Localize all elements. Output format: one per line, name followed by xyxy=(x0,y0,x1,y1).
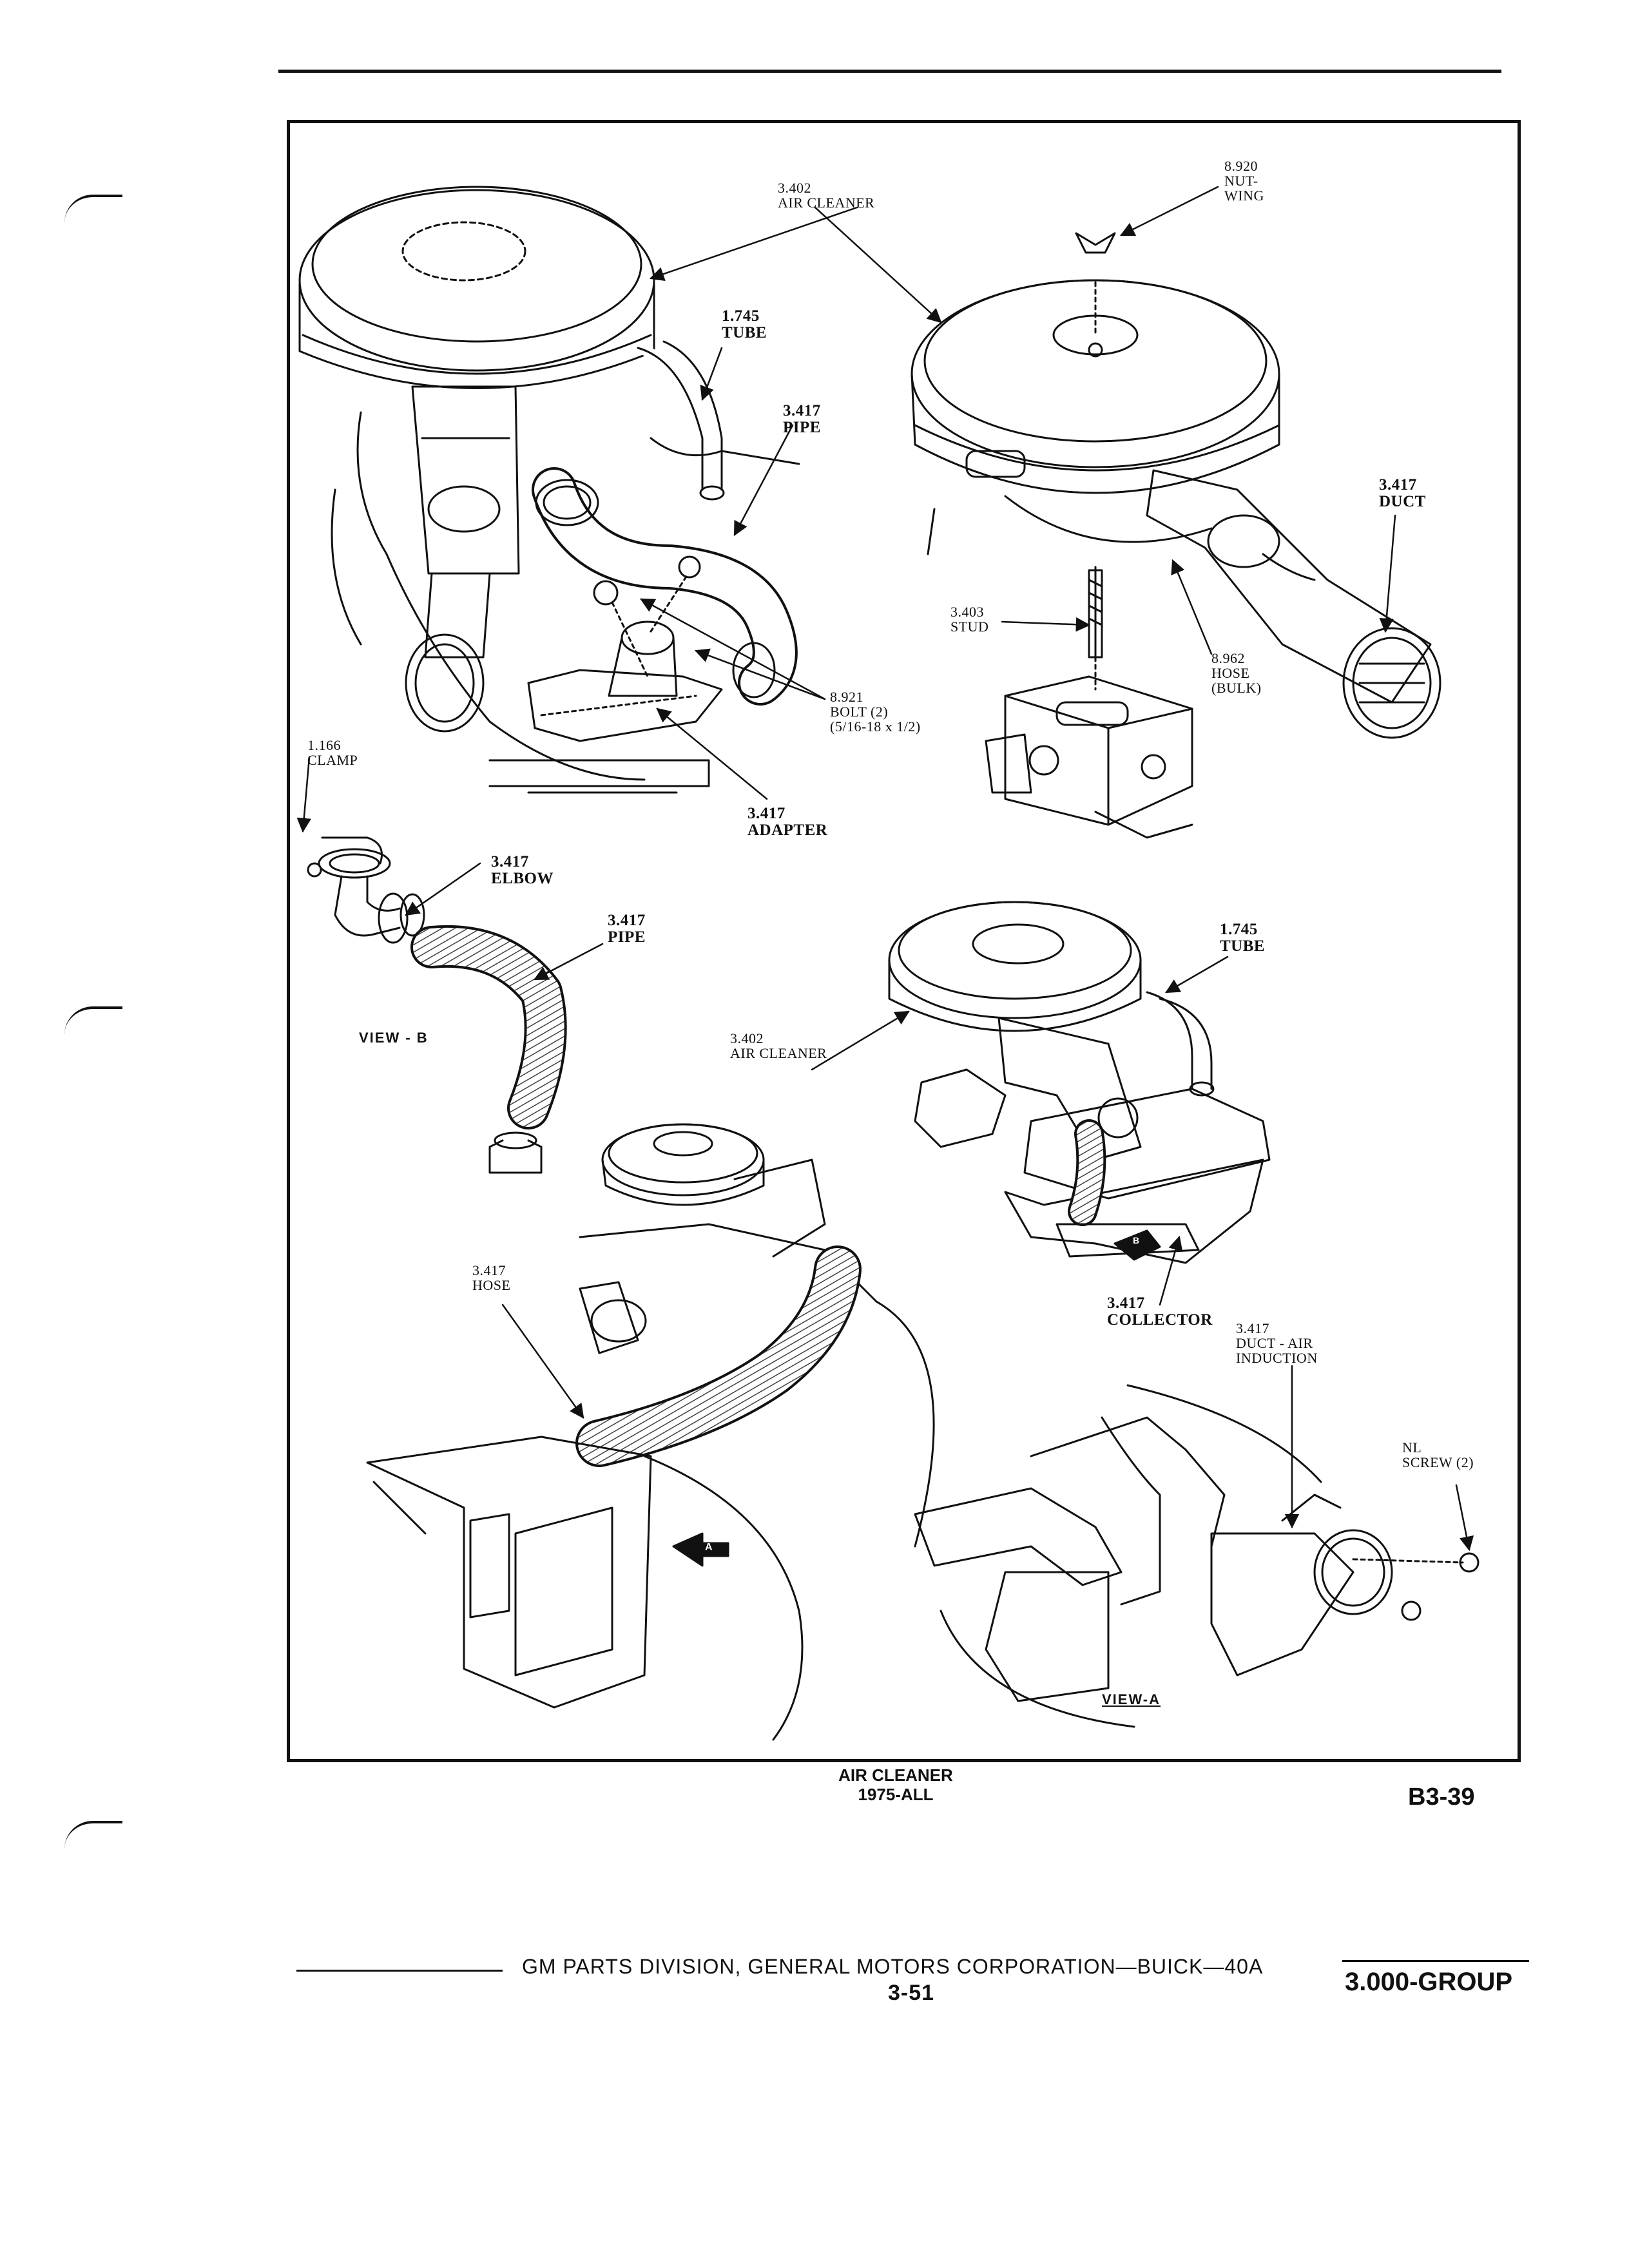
view-a-duct xyxy=(914,1384,1480,1728)
illustration-frame xyxy=(287,120,1521,1762)
duct-right xyxy=(1146,469,1441,739)
part-number: 8.920 xyxy=(1224,158,1258,174)
view-arrows xyxy=(672,1229,1161,1567)
part-number: NL xyxy=(1402,1439,1422,1456)
part-name: AIR CLEANER xyxy=(730,1045,827,1061)
part-number: 1.745 xyxy=(1220,921,1258,938)
footer-page-number: 3-51 xyxy=(888,1981,935,2005)
footer-rule-left xyxy=(296,1970,503,1972)
margin-mark xyxy=(64,195,122,223)
part-name: PIPE xyxy=(783,419,821,436)
view-b-label: VIEW - B xyxy=(359,1030,429,1046)
part-name: HOSE (BULK) xyxy=(1211,665,1262,696)
air-cleaner-right xyxy=(911,232,1280,555)
label-screw: NL SCREW (2) xyxy=(1402,1440,1474,1470)
part-number: 3.402 xyxy=(778,180,811,196)
label-air-cleaner-mid: 3.402 AIR CLEANER xyxy=(730,1031,827,1061)
engine-mid-right xyxy=(888,901,1271,1264)
part-number: 3.417 xyxy=(783,402,821,419)
part-name: ELBOW xyxy=(491,870,554,887)
label-tube-top: 1.745 TUBE xyxy=(722,308,767,341)
part-number: 1.166 xyxy=(307,737,341,753)
label-collector: 3.417 COLLECTOR xyxy=(1107,1295,1213,1329)
label-clamp: 1.166 CLAMP xyxy=(307,738,358,767)
engine-bottom-left xyxy=(366,1123,935,1741)
stud xyxy=(1088,566,1103,691)
part-name: TUBE xyxy=(1220,937,1266,955)
margin-mark xyxy=(64,1821,122,1849)
part-number: 8.921 xyxy=(830,689,863,705)
label-hose: 3.417 HOSE xyxy=(472,1263,510,1293)
label-duct-air-induction: 3.417 DUCT - AIR INDUCTION xyxy=(1236,1321,1318,1365)
engine-air-cleaner-left xyxy=(298,186,800,794)
view-b-arrow-letter: B xyxy=(1133,1235,1141,1245)
part-name: PIPE xyxy=(608,928,646,946)
footer-text: GM PARTS DIVISION, GENERAL MOTORS CORPOR… xyxy=(522,1955,1264,1978)
part-number: 3.417 xyxy=(1379,476,1417,494)
part-name: BOLT (2) (5/16-18 x 1/2) xyxy=(830,704,921,735)
caption-subtitle: 1975-ALL xyxy=(858,1785,934,1804)
label-pipe-mid: 3.417 PIPE xyxy=(608,912,646,946)
part-number: 3.417 xyxy=(1107,1294,1145,1312)
part-name: NUT- WING xyxy=(1224,173,1264,204)
label-air-cleaner-top: 3.402 AIR CLEANER xyxy=(778,180,874,210)
label-pipe-top: 3.417 PIPE xyxy=(783,403,821,436)
part-name: TUBE xyxy=(722,324,767,341)
part-name: SCREW (2) xyxy=(1402,1454,1474,1470)
view-b-parts xyxy=(307,836,567,1174)
part-number: 3.417 xyxy=(472,1262,506,1278)
part-number: 3.417 xyxy=(608,912,646,929)
adapter-top xyxy=(527,555,723,742)
part-name: CLAMP xyxy=(307,752,358,768)
part-number: 1.745 xyxy=(722,307,760,325)
pipe-top xyxy=(532,467,798,706)
leader-lines xyxy=(296,186,1474,1552)
part-number: 8.962 xyxy=(1211,650,1245,666)
label-stud: 3.403 STUD xyxy=(950,604,988,634)
label-duct: 3.417 DUCT xyxy=(1379,477,1426,510)
part-name: AIR CLEANER xyxy=(778,195,875,211)
part-number: 3.417 xyxy=(491,853,529,870)
part-number: 3.402 xyxy=(730,1030,764,1046)
part-number: 3.417 xyxy=(1236,1320,1269,1336)
part-name: STUD xyxy=(950,619,989,635)
label-bolt: 8.921 BOLT (2) (5/16-18 x 1/2) xyxy=(830,689,921,734)
carburetor xyxy=(985,675,1193,839)
part-name: ADAPTER xyxy=(747,822,828,839)
page-id: B3-39 xyxy=(1408,1783,1475,1811)
part-name: COLLECTOR xyxy=(1107,1311,1213,1329)
margin-mark xyxy=(64,1006,122,1035)
footer-rule-right xyxy=(1342,1960,1529,1962)
label-elbow: 3.417 ELBOW xyxy=(491,854,554,887)
part-number: 3.403 xyxy=(950,604,984,620)
top-rule xyxy=(278,70,1501,73)
caption-title: AIR CLEANER xyxy=(838,1765,953,1785)
figure-caption: AIR CLEANER 1975-ALL xyxy=(812,1765,979,1804)
part-name: HOSE xyxy=(472,1277,511,1293)
part-name: DUCT xyxy=(1379,493,1426,510)
label-nut-wing: 8.920 NUT- WING xyxy=(1224,159,1264,203)
label-hose-bulk: 8.962 HOSE (BULK) xyxy=(1211,651,1262,695)
view-a-arrow-letter: A xyxy=(705,1542,714,1553)
view-a-label: VIEW-A xyxy=(1102,1691,1161,1707)
group-label: 3.000-GROUP xyxy=(1345,1968,1513,1996)
part-name: DUCT - AIR INDUCTION xyxy=(1236,1335,1318,1366)
label-adapter: 3.417 ADAPTER xyxy=(747,805,827,839)
label-tube-mid: 1.745 TUBE xyxy=(1220,921,1265,955)
part-number: 3.417 xyxy=(747,805,786,822)
